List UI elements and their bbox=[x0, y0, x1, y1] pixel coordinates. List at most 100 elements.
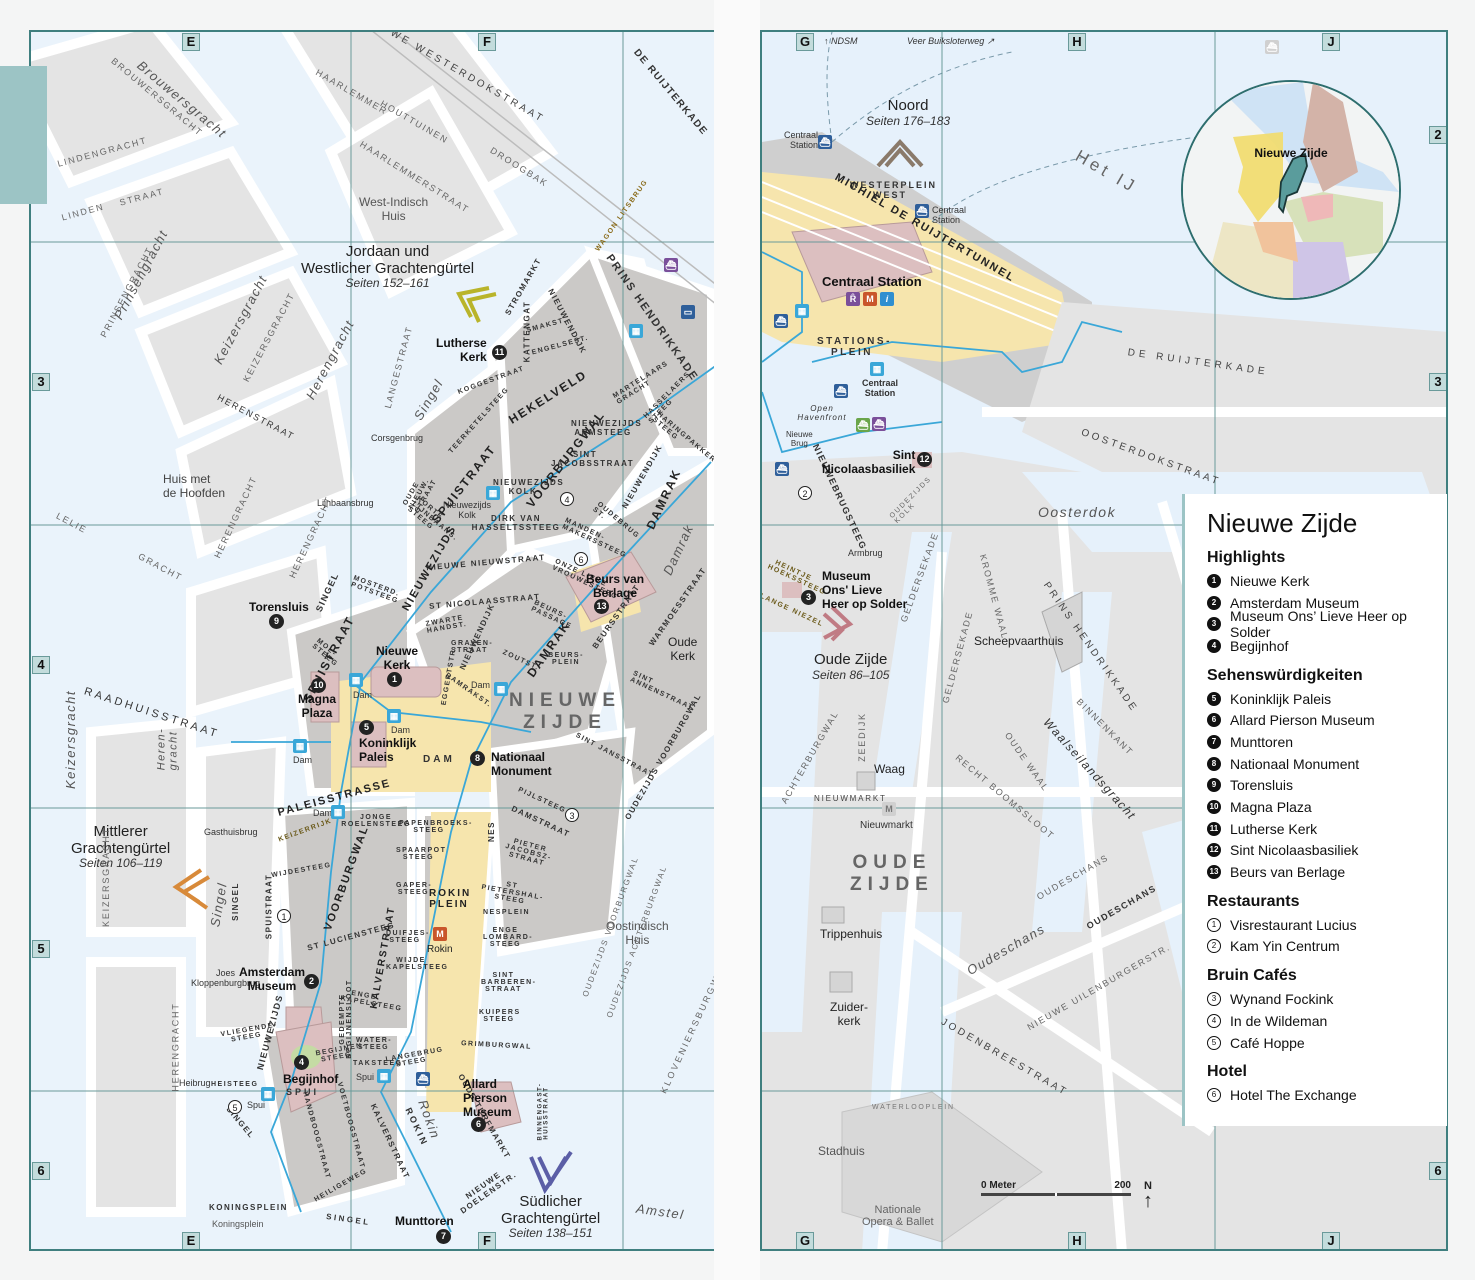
train-icon[interactable]: Ȓ bbox=[846, 292, 860, 306]
poi-allard-pierson-museum[interactable]: Allard Pierson Museum bbox=[463, 1077, 512, 1119]
badge-3[interactable]: 3 bbox=[801, 590, 816, 605]
legend-item-label: Munttoren bbox=[1230, 733, 1294, 750]
area-oude-zijde[interactable]: Oude Zijde Seiten 86–105 bbox=[812, 651, 889, 682]
poi-trippenhuis[interactable]: Trippenhuis bbox=[820, 927, 883, 941]
badge-13[interactable]: 13 bbox=[594, 599, 609, 614]
badge-9[interactable]: 9 bbox=[269, 614, 284, 629]
area-suedlicher[interactable]: Südlicher Grachtengürtel Seiten 138–151 bbox=[501, 1193, 600, 1240]
poi-oude-kerk[interactable]: Oude Kerk bbox=[668, 635, 698, 663]
tram-stop-icon[interactable]: ▦ bbox=[629, 324, 643, 338]
info-icon[interactable]: i bbox=[880, 292, 894, 306]
badge-8[interactable]: 8 bbox=[470, 751, 485, 766]
tram-stop-icon[interactable]: ▦ bbox=[377, 1069, 391, 1083]
badge-11[interactable]: 11 bbox=[492, 345, 507, 360]
ferry-icon-grey[interactable]: ⛴ bbox=[1265, 40, 1279, 54]
badge-4[interactable]: 4 bbox=[294, 1055, 309, 1070]
badge-6[interactable]: 6 bbox=[471, 1117, 486, 1132]
badge-1[interactable]: 1 bbox=[387, 672, 402, 687]
ferry-icon[interactable]: ⛴ bbox=[416, 1072, 430, 1086]
badge-outline-6[interactable]: 6 bbox=[574, 552, 588, 566]
badge-10[interactable]: 10 bbox=[311, 678, 326, 693]
legend-item-label: Hotel The Exchange bbox=[1230, 1087, 1357, 1104]
badge-outline-icon: 2 bbox=[1207, 939, 1221, 954]
poi-lutherse-kerk[interactable]: Lutherse Kerk bbox=[436, 336, 487, 364]
poi-begijnhof[interactable]: Begijnhof bbox=[283, 1072, 339, 1086]
tram-stop-icon[interactable]: ▦ bbox=[870, 362, 884, 376]
ferry-icon-green[interactable]: ⛴ bbox=[856, 418, 870, 432]
poi-centraal-station[interactable]: Centraal Station bbox=[822, 274, 922, 289]
poi-zuiderkerk[interactable]: Zuider- kerk bbox=[830, 1000, 869, 1028]
poi-beurs-van-berlage[interactable]: Beurs van Berlage bbox=[586, 572, 645, 600]
poi-west-indisch-huis[interactable]: West-Indisch Huis bbox=[359, 195, 429, 223]
tram-stop-icon[interactable]: ▦ bbox=[349, 673, 363, 687]
poi-rokin[interactable]: Rokin bbox=[427, 944, 453, 955]
bus-icon[interactable]: ▭ bbox=[681, 305, 695, 319]
ferry-icon[interactable]: ⛴ bbox=[775, 462, 789, 476]
poi-museum-ons-lieve-heer[interactable]: Museum Ons' Lieve Heer op Solder bbox=[822, 569, 908, 611]
tram-stop-icon[interactable]: ▦ bbox=[486, 486, 500, 500]
badge-5[interactable]: 5 bbox=[359, 720, 374, 735]
badge-outline-3[interactable]: 3 bbox=[565, 808, 579, 822]
metro-icon[interactable]: M bbox=[882, 802, 896, 816]
ferry-icon[interactable]: ⛴ bbox=[818, 135, 832, 149]
poi-amsterdam-museum[interactable]: Amsterdam Museum bbox=[239, 965, 306, 993]
ferry-icon[interactable]: ⛴ bbox=[774, 314, 788, 328]
ferry-icon[interactable]: ⛴ bbox=[834, 384, 848, 398]
poi-nationale-opera[interactable]: Nationale Opera & Ballet bbox=[862, 1204, 934, 1228]
tram-stop-icon[interactable]: ▦ bbox=[331, 805, 345, 819]
area-jordaan[interactable]: Jordaan und Westlicher Grachtengürtel Se… bbox=[301, 243, 474, 290]
area-mittlerer[interactable]: Mittlerer Grachtengürtel Seiten 106–119 bbox=[71, 823, 170, 870]
poi-sint-nicolaasbasiliek[interactable]: Sint Nicolaasbasiliek bbox=[822, 448, 916, 476]
badge-outline-4[interactable]: 4 bbox=[560, 492, 574, 506]
poi-torensluis[interactable]: Torensluis bbox=[249, 600, 309, 614]
map-frame-left[interactable]: E F E F 3 4 5 6 Jordaan und Westlicher G… bbox=[29, 30, 714, 1251]
poi-magna-plaza[interactable]: Magna Plaza bbox=[298, 692, 337, 720]
badge-12[interactable]: 12 bbox=[917, 452, 932, 467]
tram-stop-icon[interactable]: ▦ bbox=[293, 739, 307, 753]
badge-outline-2[interactable]: 2 bbox=[798, 486, 812, 500]
tram-stop-icon[interactable]: ▦ bbox=[494, 682, 508, 696]
ferry-icon[interactable]: ⛴ bbox=[664, 258, 678, 272]
metro-icon[interactable]: M bbox=[433, 927, 447, 941]
poi-oostindisch-huis[interactable]: Oostindisch Huis bbox=[606, 919, 669, 947]
poi-huis-met-de-hoofden[interactable]: Huis met de Hoofden bbox=[163, 472, 226, 500]
badge-2[interactable]: 2 bbox=[304, 974, 319, 989]
ferry-icon-purple[interactable]: ⛴ bbox=[872, 417, 886, 431]
badge-7[interactable]: 7 bbox=[436, 1229, 451, 1244]
grid-col-h-bottom: H bbox=[1068, 1232, 1086, 1249]
ferry-icon[interactable]: ⛴ bbox=[915, 204, 929, 218]
tram-stop-icon[interactable]: ▦ bbox=[387, 709, 401, 723]
poi-koninklijk-paleis[interactable]: Koninklijk Paleis bbox=[359, 736, 417, 764]
badge-outline-1[interactable]: 1 bbox=[277, 909, 291, 923]
tram-stop-icon[interactable]: ▦ bbox=[795, 304, 809, 318]
metro-icon[interactable]: M bbox=[863, 292, 877, 306]
poi-nationaal-monument[interactable]: Nationaal Monument bbox=[491, 750, 552, 778]
tram-stop-icon[interactable]: ▦ bbox=[261, 1087, 275, 1101]
poi-scheepvaarthuis[interactable]: Scheepvaarthuis bbox=[974, 634, 1064, 648]
poi-waag[interactable]: Waag bbox=[874, 762, 905, 776]
badge-outline-5[interactable]: 5 bbox=[228, 1100, 242, 1114]
poi-stadhuis[interactable]: Stadhuis bbox=[818, 1144, 865, 1158]
area-noord[interactable]: Noord Seiten 176–183 bbox=[866, 97, 950, 128]
poi-nieuwe-kerk[interactable]: Nieuwe Kerk bbox=[376, 644, 419, 672]
poi-munttoren[interactable]: Munttoren bbox=[395, 1214, 454, 1228]
